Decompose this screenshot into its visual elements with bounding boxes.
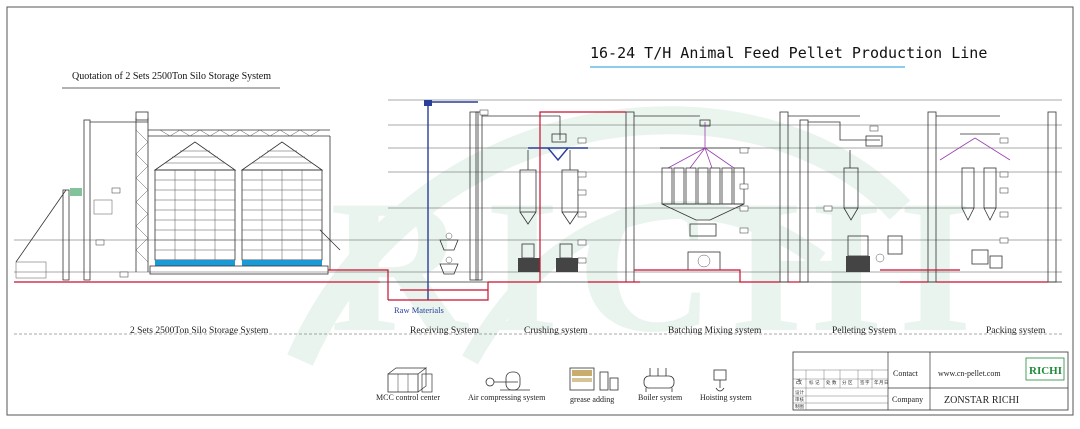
section-label-packing: Packing system [986, 326, 1046, 336]
title-block-row-2: 制图 [795, 403, 804, 410]
silo-storage-system [14, 111, 389, 300]
raw-materials-label: Raw Materials [394, 305, 444, 315]
crushing-system [518, 111, 700, 283]
contact-label: Contact [893, 369, 919, 378]
richi-logo: RICHI [1025, 357, 1065, 381]
title-block-cell-6: 签 [860, 379, 865, 385]
title-block-row-1: 审核 [795, 396, 804, 403]
svg-text:RICHI: RICHI [330, 162, 990, 372]
title-block-cell-10: 日 [884, 380, 889, 386]
richi-logo-text: RICHI [1029, 365, 1062, 377]
title-block-row-0: 设计 [795, 389, 804, 396]
title-block-cell-5: 区 [848, 380, 853, 385]
title-block-cell-0: 标 [809, 379, 814, 386]
title-block-cell-4: 分 [842, 379, 847, 386]
title-block-cell-2: 处 [826, 379, 831, 386]
section-label-batching: Batching Mixing system [668, 326, 762, 336]
main-title: 16-24 T/H Animal Feed Pellet Production … [590, 44, 987, 62]
pelleting-system [799, 111, 937, 283]
packing-system [936, 111, 1057, 283]
legend: MCC control center Air compressing syste… [376, 367, 753, 404]
title-block: 改 标 记 处 数 分 区 签 字 年 月 日 设计 审核 制图 Contact… [792, 351, 1069, 411]
drawing-frame [6, 6, 1074, 416]
title-block-cell-1: 记 [815, 379, 820, 385]
equipment-callouts [95, 109, 1009, 278]
title-block-cell-7: 字 [865, 379, 870, 385]
air-compressor-icon [485, 371, 530, 391]
title-block-cell-3: 数 [832, 379, 837, 386]
hoist-icon [713, 369, 727, 392]
batching-mixing-system [660, 111, 860, 283]
process-flow-lines [488, 111, 1048, 283]
grease-tank-icon [569, 367, 619, 391]
legend-label-mcc: MCC control center [376, 393, 440, 402]
website-text: www.cn-pellet.com [938, 369, 1001, 378]
section-label-receiving: Receiving System [410, 326, 479, 336]
title-block-cell-8: 年 [874, 379, 879, 386]
company-name: ZONSTAR RICHI [944, 395, 1019, 406]
legend-label-boiler: Boiler system [638, 393, 683, 402]
mcc-cabinet-icon [387, 367, 433, 393]
section-labels: 2 Sets 2500Ton Silo Storage System Recei… [130, 326, 1046, 336]
title-block-cell-9: 月 [879, 380, 884, 386]
section-label-silo: 2 Sets 2500Ton Silo Storage System [130, 326, 269, 336]
company-label: Company [892, 395, 923, 404]
quotation-title: Quotation of 2 Sets 2500Ton Silo Storage… [72, 71, 271, 82]
title-block-rev: 改 [796, 378, 802, 386]
section-label-pelleting: Pelleting System [832, 326, 897, 336]
legend-label-air: Air compressing system [468, 393, 546, 402]
legend-label-hoist: Hoisting system [700, 393, 753, 402]
receiving-system [388, 100, 560, 301]
legend-label-grease: grease adding [570, 395, 614, 404]
boiler-icon [643, 368, 675, 392]
section-label-crushing: Crushing system [524, 326, 588, 336]
